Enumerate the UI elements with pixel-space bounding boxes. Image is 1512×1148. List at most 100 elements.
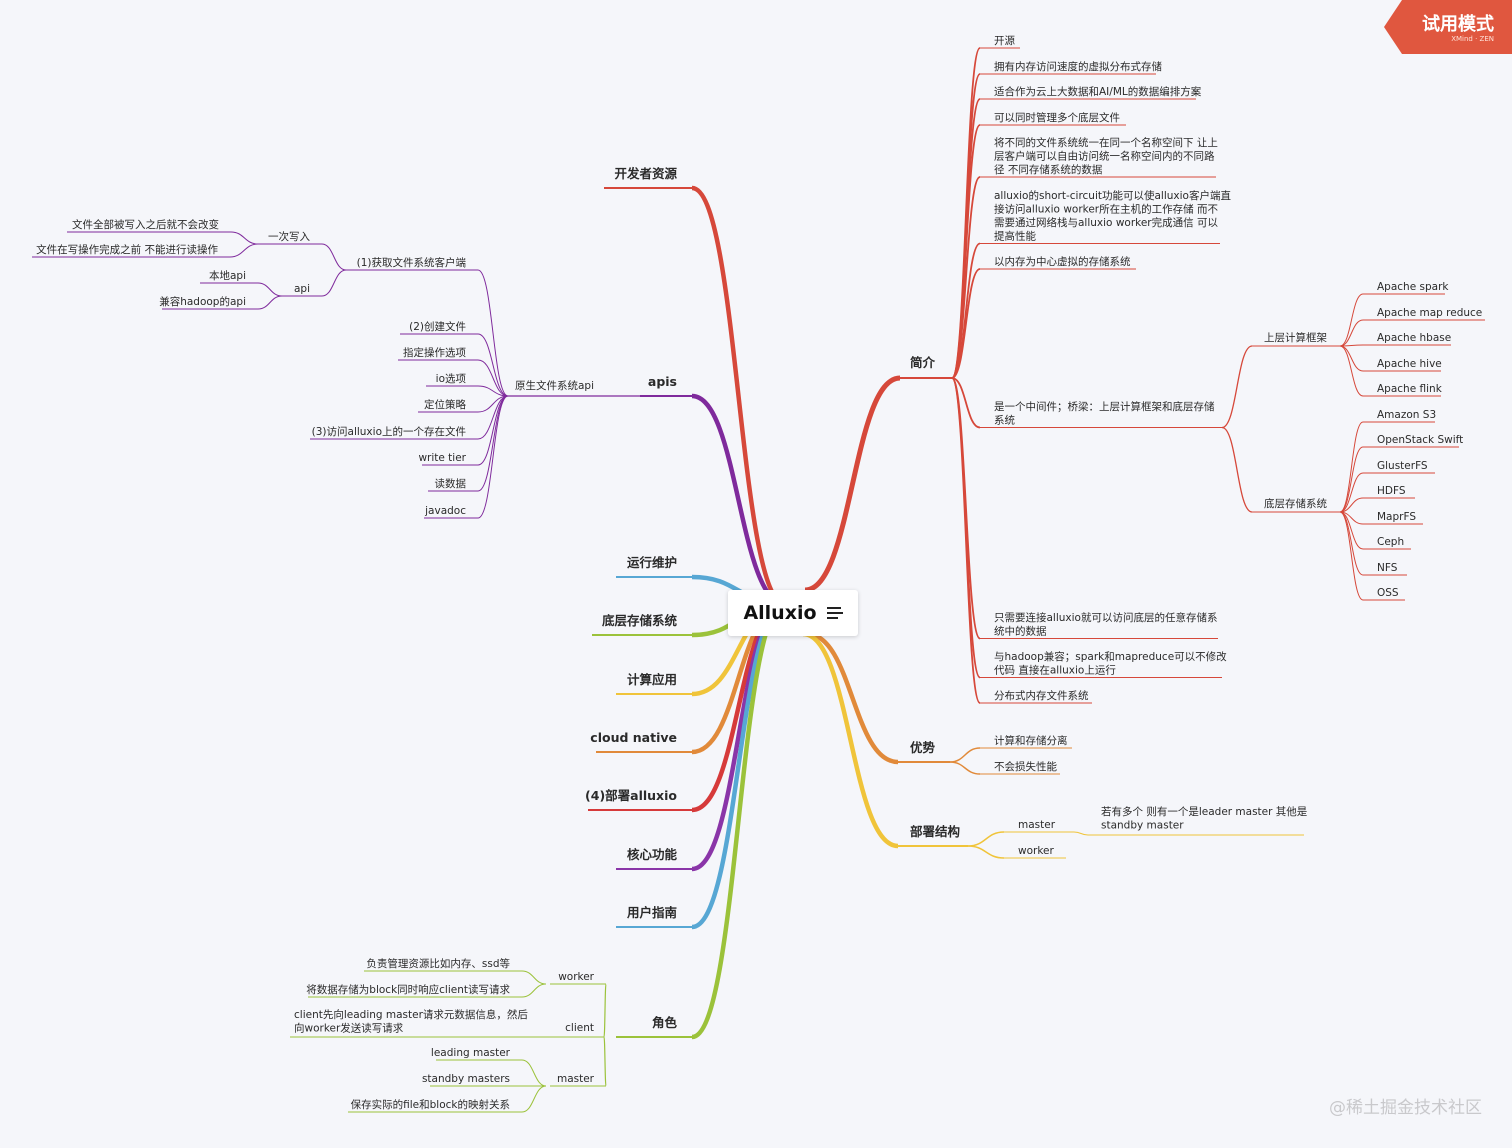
topic-apis-branch	[691, 393, 786, 607]
intro-item-3: 可以同时管理多个底层文件	[994, 111, 1120, 124]
topic-ops: 运行维护	[627, 555, 677, 570]
upper-item-1-connector	[1339, 319, 1364, 347]
lower-item-0: Amazon S3	[1377, 409, 1436, 421]
roles-master-item-2: 保存实际的file和block的映射关系	[351, 1098, 510, 1111]
intro-item-7-connector	[951, 377, 981, 429]
notes-icon[interactable]	[826, 607, 843, 619]
apis-once-item-1-connector	[229, 243, 259, 258]
apis-item-4: (3)访问alluxio上的一个存在文件	[312, 425, 466, 438]
intro-item-1: 拥有内存访问速度的虚拟分布式存储	[994, 60, 1162, 73]
roles-master-item-0: leading master	[431, 1047, 511, 1059]
apis-item-7: javadoc	[424, 505, 466, 517]
topic-roles-branch	[691, 601, 786, 1040]
lower-item-2-connector	[1339, 472, 1364, 513]
lower-item-4: MaprFS	[1377, 511, 1416, 523]
intro-item-8: 只需要连接alluxio就可以访问底层的任意存储系统中的数据	[994, 611, 1217, 638]
intro-item-8-connector	[951, 377, 981, 640]
topic-dev-resources-branch	[691, 185, 786, 607]
apis-once: 一次写入	[268, 230, 310, 243]
lower-item-3: HDFS	[1377, 485, 1406, 497]
watermark: @稀土掘金技术社区	[1329, 1098, 1482, 1118]
apis-get-client: (1)获取文件系统客户端	[357, 256, 467, 269]
roles-master-item-2-connector	[521, 1085, 547, 1113]
topic-advantage: 优势	[910, 740, 936, 755]
roles-master: master	[557, 1073, 595, 1085]
lower-storage-connector	[1221, 426, 1253, 513]
apis-item-5: write tier	[418, 452, 466, 464]
deploy-master-connector	[967, 831, 1005, 847]
apis-item-2: io选项	[436, 372, 467, 385]
topic-roles: 角色	[652, 1015, 678, 1030]
topic-upper-framework: 上层计算框架	[1264, 331, 1327, 344]
roles-worker-item-1: 将数据存储为block同时响应client读写请求	[306, 983, 510, 996]
apis-api-item-0: 本地api	[209, 269, 246, 282]
apis-api: api	[294, 283, 310, 295]
trial-badge-brand: XMind · ZEN	[1451, 35, 1494, 43]
branch-deploy-structure	[802, 631, 899, 849]
topic-deploy-alluxio: (4)部署alluxio	[585, 788, 677, 803]
apis-once-connector	[321, 243, 347, 271]
lower-item-0-connector	[1339, 421, 1364, 513]
intro-item-4: 将不同的文件系统统一在同一个名称空间下 让上层客户端可以自由访问统一名称空间内的…	[994, 136, 1218, 176]
roles-client: client	[565, 1022, 594, 1034]
upper-item-0: Apache spark	[1377, 281, 1449, 293]
apis-api-item-1-connector	[257, 295, 283, 310]
lower-item-1: OpenStack Swift	[1377, 434, 1463, 446]
intro-item-7: 是一个中间件；桥梁：上层计算框架和底层存储系统	[994, 400, 1215, 427]
apis-item-2-connector	[477, 385, 509, 397]
deploy-worker-connector	[967, 845, 1005, 859]
upper-item-2: Apache hbase	[1377, 332, 1451, 344]
lower-item-6: NFS	[1377, 562, 1398, 574]
lower-item-6-connector	[1339, 511, 1364, 576]
branch-advantage	[806, 631, 899, 765]
apis-item-3: 定位策略	[424, 398, 466, 411]
roles-client-note: client先向leading master请求元数据信息，然后向worker发…	[294, 1008, 528, 1035]
intro-item-2: 适合作为云上大数据和AI/ML的数据编排方案	[994, 85, 1202, 98]
roles-master-item-1: standby masters	[422, 1073, 510, 1085]
deploy-master-note-connector	[1073, 831, 1089, 836]
lower-item-1-connector	[1339, 446, 1364, 513]
upper-item-4: Apache flink	[1377, 383, 1443, 395]
roles-worker-connector	[603, 983, 607, 1038]
intro-item-5: alluxio的short-circuit功能可以使alluxio客户端直接访问…	[994, 189, 1231, 243]
topic-user-guide: 用户指南	[626, 905, 678, 920]
apis-item-0-connector	[477, 333, 509, 397]
lower-item-7: OSS	[1377, 587, 1399, 599]
apis-once-item-1: 文件在写操作完成之前 不能进行读操作	[36, 243, 218, 256]
apis-item-6: 读数据	[435, 477, 467, 490]
topic-dev-resources: 开发者资源	[614, 166, 677, 181]
roles-worker-item-1-connector	[521, 983, 547, 998]
topic-deploy-structure: 部署结构	[910, 824, 960, 839]
upper-item-4-connector	[1339, 345, 1364, 397]
central-topic-label: Alluxio	[743, 602, 817, 624]
apis-item-1: 指定操作选项	[403, 346, 466, 359]
intro-item-6: 以内存为中心虚拟的存储系统	[994, 255, 1131, 268]
apis-get-client-connector	[477, 269, 509, 397]
trial-badge-label: 试用模式	[1422, 14, 1494, 35]
topic-compute: 计算应用	[627, 672, 677, 687]
upper-framework-connector	[1221, 345, 1253, 429]
central-topic[interactable]: Alluxio	[728, 590, 858, 636]
apis-item-7-connector	[477, 395, 509, 519]
advantage-item-0: 计算和存储分离	[994, 734, 1068, 747]
upper-item-0-connector	[1339, 293, 1364, 347]
lower-item-3-connector	[1339, 497, 1364, 513]
trial-badge-shape	[1384, 0, 1512, 54]
lower-item-2: GlusterFS	[1377, 460, 1428, 472]
deploy-worker: worker	[1018, 845, 1054, 857]
apis-item-1-connector	[477, 359, 509, 397]
intro-item-9: 与hadoop兼容；spark和mapreduce可以不修改代码 直接在allu…	[994, 650, 1227, 677]
intro-item-4-connector	[951, 176, 981, 379]
topic-cloud-native: cloud native	[590, 730, 677, 745]
intro-item-3-connector	[951, 124, 981, 379]
intro-item-0: 开源	[994, 34, 1015, 47]
apis-item-0: (2)创建文件	[409, 320, 466, 333]
upper-item-3-connector	[1339, 345, 1364, 372]
topic-lower-storage: 底层存储系统	[1264, 497, 1327, 510]
roles-worker-item-0: 负责管理资源比如内存、ssd等	[366, 957, 510, 970]
intro-item-10-connector	[951, 377, 981, 704]
advantage-item-1-connector	[949, 761, 981, 775]
apis-item-6-connector	[477, 395, 509, 492]
